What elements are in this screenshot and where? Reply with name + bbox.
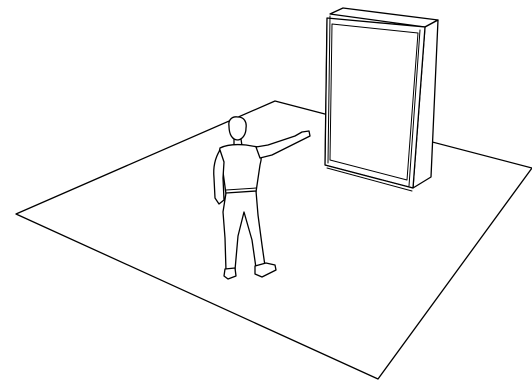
- person-pointing-arm: [256, 131, 310, 158]
- person-left-arm: [214, 150, 224, 204]
- person-torso: [219, 145, 261, 194]
- person-head: [229, 117, 246, 140]
- person-left-shoe: [224, 268, 236, 279]
- display-cabinet: [325, 8, 438, 191]
- person-right-shoe: [255, 263, 276, 277]
- person-figure: [214, 117, 310, 279]
- person-legs: [223, 191, 265, 271]
